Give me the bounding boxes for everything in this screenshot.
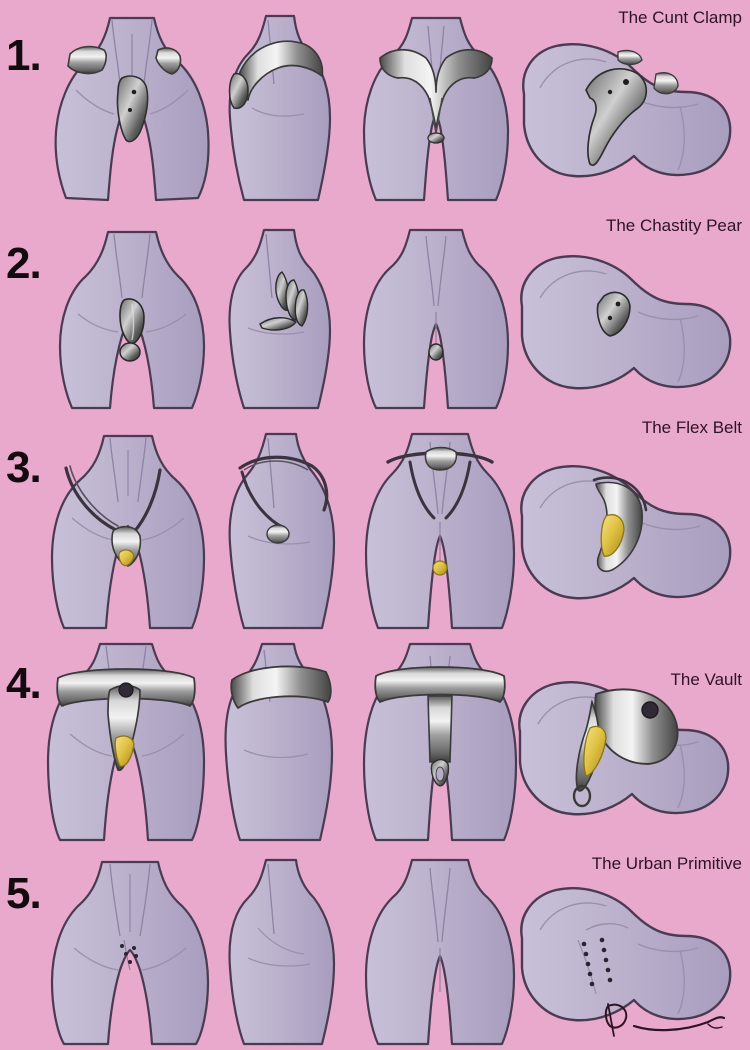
row-number: 1. <box>6 31 42 80</box>
figure-threequarter-row5 <box>500 874 736 1038</box>
row-label: The Cunt Clamp <box>618 8 742 27</box>
figure-side-row5 <box>220 858 362 1046</box>
row-5: 5. The Urban Primitive <box>0 850 750 1050</box>
row-number: 5. <box>6 869 42 918</box>
figure-rear-row3 <box>358 432 522 630</box>
figure-threequarter-row3 <box>500 454 734 614</box>
row-number: 3. <box>6 443 42 492</box>
figure-threequarter-row4 <box>496 668 734 836</box>
row-number: 4. <box>6 659 42 708</box>
figure-threequarter-row2 <box>500 244 734 406</box>
figure-rear-row1 <box>356 14 516 204</box>
row-2: 2. The Chastity Pear <box>0 210 750 410</box>
figure-front-row4 <box>36 642 216 842</box>
figure-front-row3 <box>42 434 218 630</box>
row-number: 2. <box>6 239 42 288</box>
figure-side-row2 <box>218 228 358 410</box>
figure-front-row2 <box>48 230 218 410</box>
artist-signature <box>590 996 740 1044</box>
figure-front-row5 <box>42 860 218 1046</box>
row-label: The Urban Primitive <box>591 854 742 873</box>
figure-rear-row5 <box>358 858 520 1046</box>
row-label: The Chastity Pear <box>605 216 742 235</box>
figure-threequarter-row1 <box>498 30 734 200</box>
figure-side-row4 <box>216 642 360 842</box>
row-3: 3. The Flex Belt <box>0 410 750 630</box>
figure-front-row1 <box>48 14 218 204</box>
figure-rear-row4 <box>356 642 522 842</box>
row-label: The Flex Belt <box>641 418 742 437</box>
row-4: 4. The Vault <box>0 630 750 850</box>
row-label: The Vault <box>670 670 742 689</box>
figure-rear-row2 <box>356 228 516 410</box>
figure-side-row1 <box>218 12 358 204</box>
figure-side-row3 <box>220 432 362 630</box>
row-1: 1. The Cunt Clamp <box>0 0 750 210</box>
